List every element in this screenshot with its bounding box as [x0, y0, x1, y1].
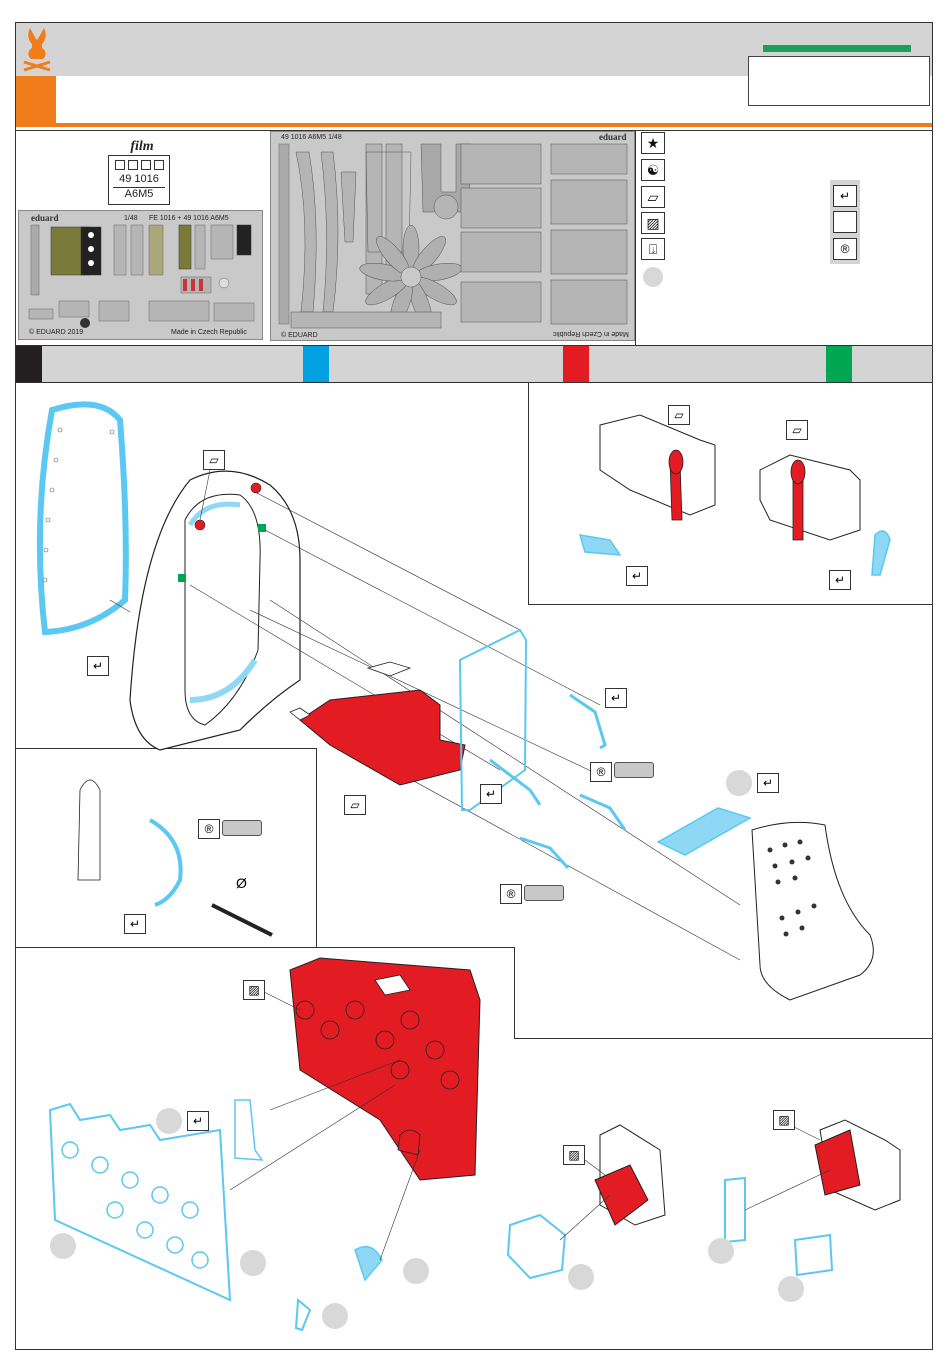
hatched-plate-icon: ▨ [773, 1110, 795, 1130]
bend-arrow-icon: ↵ [187, 1111, 209, 1131]
registered-r-icon: ® [500, 884, 522, 904]
paper-icon: ▱ [203, 450, 225, 470]
gray-circle-ref [778, 1276, 804, 1302]
bend-arrow-icon: ↵ [829, 570, 851, 590]
seat-frame-pe [460, 630, 526, 810]
gray-circle-ref [403, 1258, 429, 1284]
bend-arrow-icon: ↵ [87, 656, 109, 676]
registered-r-icon: ® [198, 819, 220, 839]
gray-circle-ref [322, 1303, 348, 1329]
gray-circle-ref [240, 1250, 266, 1276]
paper-icon: ▱ [786, 420, 808, 440]
gray-circle-ref [708, 1238, 734, 1264]
registered-r-icon: ® [590, 762, 612, 782]
gray-circle-ref [726, 770, 752, 796]
bend-arrow-icon: ↵ [124, 914, 146, 934]
bend-arrow-icon: ↵ [480, 784, 502, 804]
bend-arrow-icon: ↵ [626, 566, 648, 586]
gray-pill-label [524, 885, 564, 901]
diameter-symbol: Ø [236, 875, 247, 891]
hatched-plate-icon: ▨ [243, 980, 265, 1000]
bend-arrow-icon: ↵ [757, 773, 779, 793]
gray-circle-ref [156, 1108, 182, 1134]
paper-icon: ▱ [668, 405, 690, 425]
bend-arrow-icon: ↵ [605, 688, 627, 708]
seat-pan-red [300, 690, 465, 785]
control-box-left [600, 415, 715, 515]
gray-circle-ref [50, 1233, 76, 1259]
paper-icon: ▱ [344, 795, 366, 815]
hatched-plate-icon: ▨ [563, 1145, 585, 1165]
gray-pill-label [614, 762, 654, 778]
instrument-panel-pe [50, 1104, 230, 1300]
gray-pill-label [222, 820, 262, 836]
bulkhead-ring-pe [40, 404, 126, 632]
gray-circle-ref [568, 1264, 594, 1290]
